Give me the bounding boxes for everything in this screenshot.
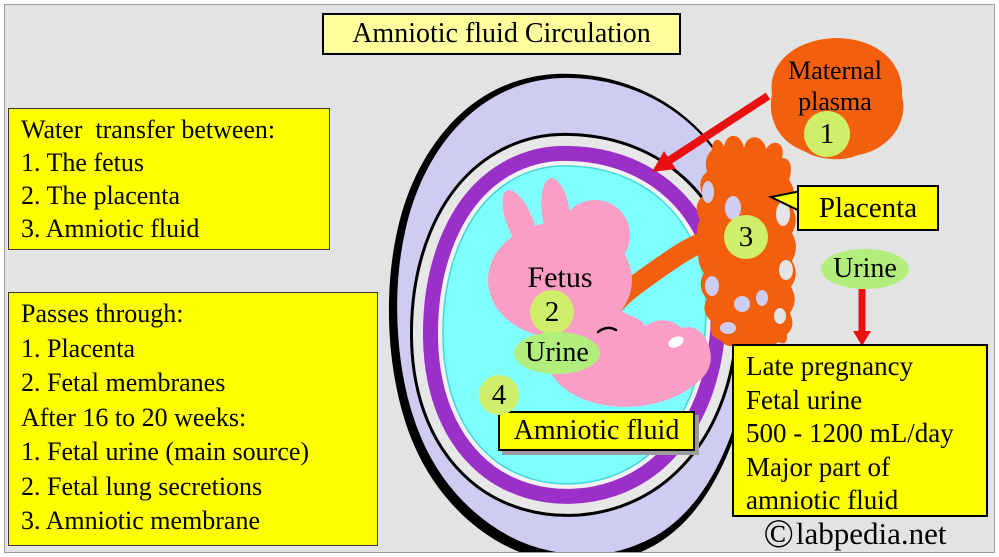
water-transfer-line: Water transfer between:	[21, 115, 276, 144]
late-pregnancy-box: Late pregnancy Fetal urine 500 - 1200 mL…	[732, 344, 988, 517]
marker-1-maternal-plasma: 1	[804, 111, 850, 157]
marker-4-text: 4	[491, 378, 507, 411]
fetus-figure	[488, 178, 711, 407]
placenta-texture-spot	[702, 181, 714, 203]
amniotic-fluid-label: Amniotic fluid	[513, 415, 680, 446]
placenta-texture-spot	[779, 260, 793, 280]
urine-label-placenta: Urine	[821, 249, 909, 289]
fetus-body	[541, 289, 711, 407]
maternal-plasma-label-line1: Maternal	[788, 56, 882, 85]
late-pregnancy-line: amniotic fluid	[746, 485, 899, 515]
diagram-title: Amniotic fluid Circulation	[352, 18, 651, 49]
fetus-label: Fetus	[500, 261, 620, 294]
placenta-label: Placenta	[818, 191, 918, 224]
copyright-site: labpedia.net	[795, 516, 947, 551]
urine-placenta-text: Urine	[833, 253, 897, 284]
maternal-plasma-arrow-head	[652, 151, 676, 172]
marker-2-text: 2	[544, 295, 560, 328]
late-pregnancy-line: Fetal urine	[746, 384, 863, 415]
placenta-texture-spot	[734, 296, 750, 312]
water-transfer-box: Water transfer between: 1. The fetus 2. …	[8, 108, 330, 250]
marker-2-fetus: 2	[530, 290, 574, 334]
passes-through-line: Passes through:	[21, 299, 184, 328]
urine-fetus-text: Urine	[525, 337, 589, 368]
urine-arrow-head	[853, 331, 871, 346]
placenta-label-box: Placenta	[797, 185, 939, 231]
placenta-texture-spot	[774, 308, 786, 324]
passes-through-line: 2. Fetal lung secretions	[21, 471, 263, 501]
urine-label-fetus: Urine	[514, 332, 600, 374]
placenta-texture-spot	[725, 196, 741, 220]
maternal-plasma-arrow-shaft	[667, 92, 771, 164]
marker-1-text: 1	[819, 117, 835, 150]
late-pregnancy-line: Late pregnancy	[746, 351, 914, 381]
fetus-ear	[668, 336, 684, 348]
amniotic-fluid-label-box: Amniotic fluid	[498, 411, 695, 451]
passes-through-line: 1. Fetal urine (main source)	[21, 437, 310, 466]
passes-through-box: Passes through: 1. Placenta 2. Fetal mem…	[8, 292, 378, 546]
passes-through-line: After 16 to 20 weeks:	[21, 402, 247, 432]
passes-through-line: 3. Amniotic membrane	[21, 506, 261, 535]
fetus-label-text: Fetus	[527, 261, 593, 294]
water-transfer-line: 2. The placenta	[21, 181, 181, 210]
placenta-texture-spot	[720, 322, 736, 334]
copyright-notice: © labpedia.net	[722, 514, 988, 554]
placenta-texture-spot	[705, 276, 719, 296]
late-pregnancy-line: Major part of	[746, 451, 890, 482]
water-transfer-line: 1. The fetus	[21, 148, 144, 177]
copyright-icon: ©	[763, 511, 794, 556]
water-transfer-line: 3. Amniotic fluid	[21, 214, 200, 243]
marker-3-placenta: 3	[724, 215, 768, 259]
fetus-head-bump	[560, 200, 630, 270]
marker-4-amniotic-fluid: 4	[479, 375, 519, 415]
diagram-title-box: Amniotic fluid Circulation	[322, 13, 681, 55]
marker-3-text: 3	[738, 220, 754, 253]
maternal-plasma-label: Maternal plasma	[766, 54, 904, 118]
placenta-texture-spot	[776, 202, 790, 226]
placenta-texture-spot	[756, 290, 768, 306]
passes-through-line: 1. Placenta	[21, 333, 136, 363]
passes-through-line: 2. Fetal membranes	[21, 368, 226, 397]
maternal-plasma-label-line2: plasma	[798, 87, 872, 116]
late-pregnancy-line: 500 - 1200 mL/day	[746, 418, 954, 448]
fetus-eyebrow	[596, 326, 618, 334]
